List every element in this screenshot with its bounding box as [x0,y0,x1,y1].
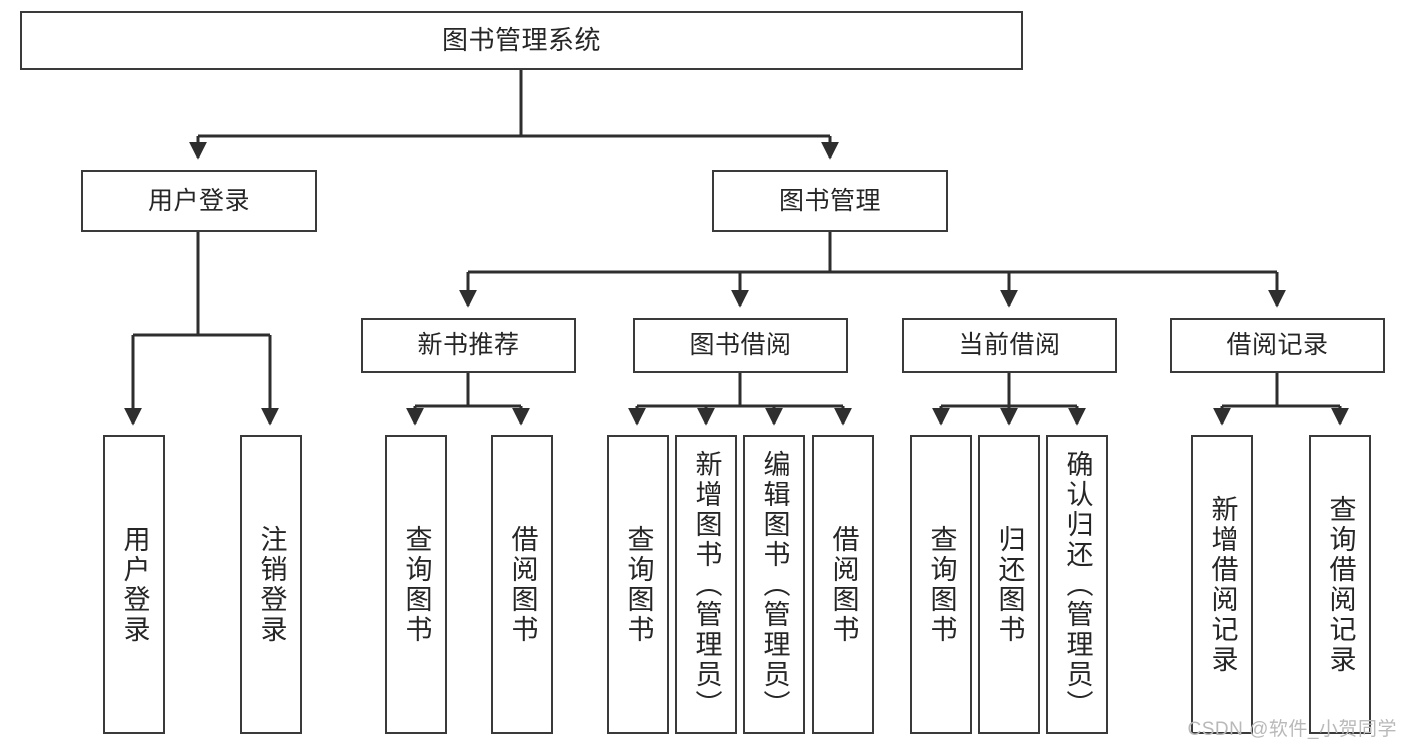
leaf-query-book-current[interactable]: 查询图书 [910,435,972,734]
node-label: 当前借阅 [958,331,1061,360]
node-book-management[interactable]: 图书管理 [712,170,948,232]
node-label: 查询图书 [926,524,957,645]
leaf-user-login[interactable]: 用户登录 [103,435,165,734]
node-label: 图书管理 [778,186,881,215]
csdn-watermark: CSDN @软件_小贺同学 [1187,719,1397,740]
node-label: 图书管理系统 [441,24,601,55]
node-label: 图书借阅 [689,331,792,360]
leaf-query-borrow-record[interactable]: 查询借阅记录 [1309,435,1371,734]
node-user-login[interactable]: 用户登录 [81,170,317,232]
node-label: 用户登录 [147,186,250,215]
leaf-borrow-book-recommend[interactable]: 借阅图书 [491,435,553,734]
node-new-book-recommend[interactable]: 新书推荐 [361,318,576,373]
node-label: 归还图书 [994,524,1025,645]
leaf-add-borrow-record[interactable]: 新增借阅记录 [1191,435,1253,734]
node-label: 借阅图书 [507,524,538,645]
node-label: 借阅图书 [828,524,859,645]
leaf-confirm-return-admin[interactable]: 确认归还（管理员） [1046,435,1108,734]
node-label: 用户登录 [119,524,150,645]
leaf-query-book-borrow[interactable]: 查询图书 [607,435,669,734]
node-label: 编辑图书（管理员） [759,449,790,720]
node-label: 新增借阅记录 [1207,494,1238,675]
leaf-borrow-book[interactable]: 借阅图书 [812,435,874,734]
node-label: 注销登录 [256,524,287,645]
node-label: 查询图书 [623,524,654,645]
node-label: 新增图书（管理员） [691,449,722,720]
leaf-return-book[interactable]: 归还图书 [978,435,1040,734]
leaf-add-book-admin[interactable]: 新增图书（管理员） [675,435,737,734]
node-borrow-record[interactable]: 借阅记录 [1170,318,1385,373]
node-book-borrow[interactable]: 图书借阅 [633,318,848,373]
node-label: 查询借阅记录 [1325,494,1356,675]
node-root-system[interactable]: 图书管理系统 [20,11,1023,70]
leaf-logout[interactable]: 注销登录 [240,435,302,734]
node-label: 查询图书 [401,524,432,645]
node-label: 确认归还（管理员） [1062,449,1093,720]
leaf-query-book-recommend[interactable]: 查询图书 [385,435,447,734]
node-label: 新书推荐 [417,331,520,360]
node-label: 借阅记录 [1226,331,1329,360]
leaf-edit-book-admin[interactable]: 编辑图书（管理员） [743,435,805,734]
node-current-borrow[interactable]: 当前借阅 [902,318,1117,373]
